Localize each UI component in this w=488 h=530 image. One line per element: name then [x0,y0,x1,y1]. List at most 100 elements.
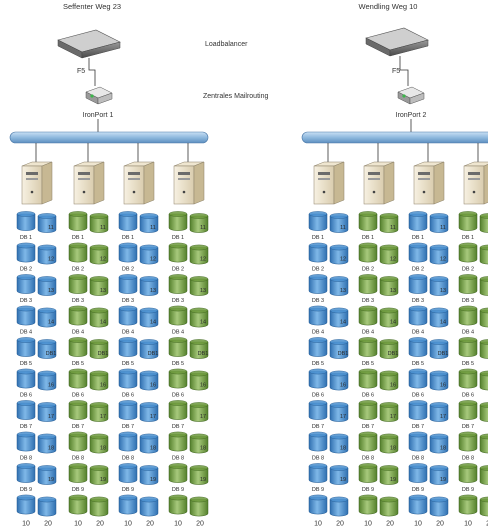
db-label: 18 [390,446,396,452]
db-bottom-label: 20 [436,521,444,528]
database-icon: 19 [89,465,109,485]
database-icon [118,494,138,515]
db-bottom-label: 10 [364,521,372,528]
database-icon: DB 5 [308,337,328,367]
loadbalancer-label-right: F5 [392,68,400,75]
database-icon: DB 2 [308,242,328,273]
database-icon: DB 9 [118,463,138,493]
db-label: 14 [440,320,446,326]
database-icon: 18 [189,433,209,454]
database-icon [189,496,209,517]
db-label: DB 6 [312,393,324,399]
database-icon: 14 [429,307,449,328]
database-icon: DB 5 [16,337,36,367]
database-icon: 19 [379,465,399,485]
database-icon: DB 5 [68,337,88,367]
db-label: DB 1 [412,235,424,241]
database-icon: DB 4 [408,305,428,336]
db-label: DB 6 [412,393,424,399]
db-label: DB 8 [122,456,134,462]
db-label: DB 2 [72,267,84,273]
database-icon: DB 1 [408,211,428,241]
db-label: DB 1 [362,235,374,241]
db-label: DB1 [98,351,109,357]
database-icon: DB 1 [118,211,138,241]
site-title-left: Seffenter Weg 23 [63,2,121,11]
db-label: 17 [200,414,206,420]
database-icon: DB 7 [308,400,328,430]
database-icon: DB 2 [168,242,188,273]
database-icon: DB 4 [118,305,138,336]
loadbalancer-icon [57,29,121,59]
db-label: DB 8 [72,456,84,462]
database-icon: DB 2 [458,242,478,273]
db-label: 13 [150,288,156,294]
db-label: 14 [48,320,54,326]
db-bottom-label: 20 [336,521,344,528]
db-bottom-label: 20 [44,521,52,528]
db-label: 12 [100,257,106,263]
database-icon: DB 7 [168,400,188,430]
mailrouting-annotation: Zentrales Mailrouting [203,93,268,100]
db-label: DB 3 [412,298,424,304]
db-label: 12 [440,257,446,263]
db-label: 17 [390,414,396,420]
database-icon: 16 [89,370,109,391]
db-label: DB 6 [172,393,184,399]
database-icon: 18 [37,433,57,454]
db-label: DB 8 [172,456,184,462]
database-icon: 18 [329,433,349,454]
site-title-right: Wendling Weg 10 [359,2,418,11]
database-icon [37,496,57,517]
db-label: DB 1 [462,235,474,241]
database-icon [358,494,378,515]
database-icon: DB 3 [68,274,88,304]
database-icon: 17 [89,402,109,422]
database-icon: DB 6 [68,368,88,399]
db-label: 16 [340,383,346,389]
db-label: DB1 [148,351,159,357]
server-icon [463,143,488,205]
db-label: 18 [340,446,346,452]
db-label: DB 7 [312,424,324,430]
database-icon: DB 5 [118,337,138,367]
db-label: 13 [200,288,206,294]
database-icon: 13 [429,276,449,296]
db-label: DB 7 [172,424,184,430]
server-icon [313,143,345,205]
db-label: 16 [100,383,106,389]
db-bottom-label: 10 [124,521,132,528]
database-icon [408,494,428,515]
database-icon: DB1 [429,339,448,359]
db-label: 11 [150,225,156,231]
database-icon: DB 9 [168,463,188,493]
database-icon: DB 7 [458,400,478,430]
database-icon: DB 1 [168,211,188,241]
database-icon: 14 [189,307,209,328]
database-icon [458,494,478,515]
database-icon: DB 1 [16,211,36,241]
database-icon: DB1 [379,339,398,359]
server-icon [363,143,395,205]
database-icon: DB 2 [358,242,378,273]
db-label: DB 2 [122,267,134,273]
database-icon: 13 [329,276,349,296]
database-icon: DB 4 [16,305,36,336]
database-icon: DB 3 [408,274,428,304]
db-label: 17 [100,414,106,420]
database-icon: DB 4 [308,305,328,336]
database-icon [168,494,188,515]
database-icon: DB 4 [68,305,88,336]
database-icon: 14 [37,307,57,328]
database-icon: DB 8 [68,431,88,462]
db-label: 14 [200,320,206,326]
database-icon: DB 5 [168,337,188,367]
db-label: DB 9 [362,487,374,493]
db-label: DB 8 [462,456,474,462]
db-label: 12 [48,257,54,263]
database-icon [429,496,449,517]
db-label: 11 [340,225,346,231]
database-icon: DB 3 [16,274,36,304]
database-icon: 17 [379,402,399,422]
database-icon: 13 [479,276,488,296]
